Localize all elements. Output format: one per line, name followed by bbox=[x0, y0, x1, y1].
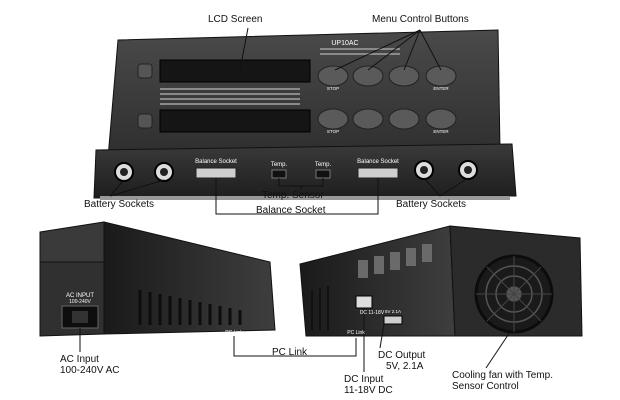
charger-left-side-view bbox=[39, 221, 276, 337]
menu-control-buttons-lower bbox=[317, 108, 457, 130]
charger-right-side-view bbox=[299, 225, 583, 337]
device-balance-socket-2-text: Balance Socket bbox=[357, 159, 399, 165]
device-model-text: UP10AC bbox=[331, 40, 358, 47]
device-pc-link-right-text: PC Link bbox=[347, 330, 365, 336]
callout-lines bbox=[79, 27, 511, 372]
temp-sensor-label: Temp. Sensor bbox=[262, 190, 324, 201]
menu-control-buttons-label: Menu Control Buttons bbox=[372, 14, 469, 25]
device-pc-link-left-text: PC Link bbox=[225, 330, 243, 336]
device-stop-right-text: STOP bbox=[327, 129, 339, 134]
ac-input-label-2: 100-240V AC bbox=[60, 365, 120, 376]
battery-sockets-right bbox=[414, 160, 478, 180]
temp-socket-1 bbox=[271, 169, 287, 179]
charger-front-view bbox=[93, 29, 517, 200]
temp-socket-2 bbox=[315, 169, 331, 179]
dc-output-label-2: 5V, 2.1A bbox=[386, 361, 424, 372]
lcd-screen-2 bbox=[159, 109, 311, 133]
device-balance-socket-1-text: Balance Socket bbox=[195, 159, 237, 165]
battery-sockets-left-label: Battery Sockets bbox=[84, 199, 155, 210]
balance-socket-label: Balance Socket bbox=[256, 205, 326, 216]
cooling-fan bbox=[474, 254, 554, 334]
device-temp-1-text: Temp. bbox=[271, 162, 288, 168]
device-enter-left-text: ENTER bbox=[433, 86, 449, 91]
dc-input-label-2: 11-18V DC bbox=[344, 385, 393, 396]
dc-output-label-1: DC Output bbox=[378, 350, 426, 361]
device-ac-input-text: AC INPUT bbox=[66, 293, 94, 299]
device-dc-rating-text: DC 11-18V bbox=[360, 310, 385, 316]
cooling-fan-label-1: Cooling fan with Temp. bbox=[452, 370, 553, 381]
balance-socket-2 bbox=[357, 167, 399, 179]
lcd-screen-1 bbox=[159, 59, 311, 83]
lcd-screen-label: LCD Screen bbox=[208, 14, 263, 25]
device-temp-2-text: Temp. bbox=[315, 162, 332, 168]
device-ac-voltage-text: 100-240V bbox=[69, 299, 91, 305]
balance-socket-1 bbox=[195, 167, 237, 179]
usb-output-port bbox=[383, 315, 403, 325]
device-stop-left-text: STOP bbox=[327, 86, 339, 91]
device-enter-right-text: ENTER bbox=[433, 129, 449, 134]
cooling-fan-label-2: Sensor Control bbox=[452, 381, 519, 392]
battery-sockets-right-label: Battery Sockets bbox=[396, 199, 467, 210]
menu-control-buttons-upper bbox=[317, 65, 457, 87]
device-usb-rating-text: 5V 2.1A bbox=[385, 309, 401, 314]
dc-input-label-1: DC Input bbox=[344, 374, 384, 385]
pc-link-label: PC Link bbox=[272, 347, 308, 358]
ac-input-label-1: AC Input bbox=[60, 354, 99, 365]
